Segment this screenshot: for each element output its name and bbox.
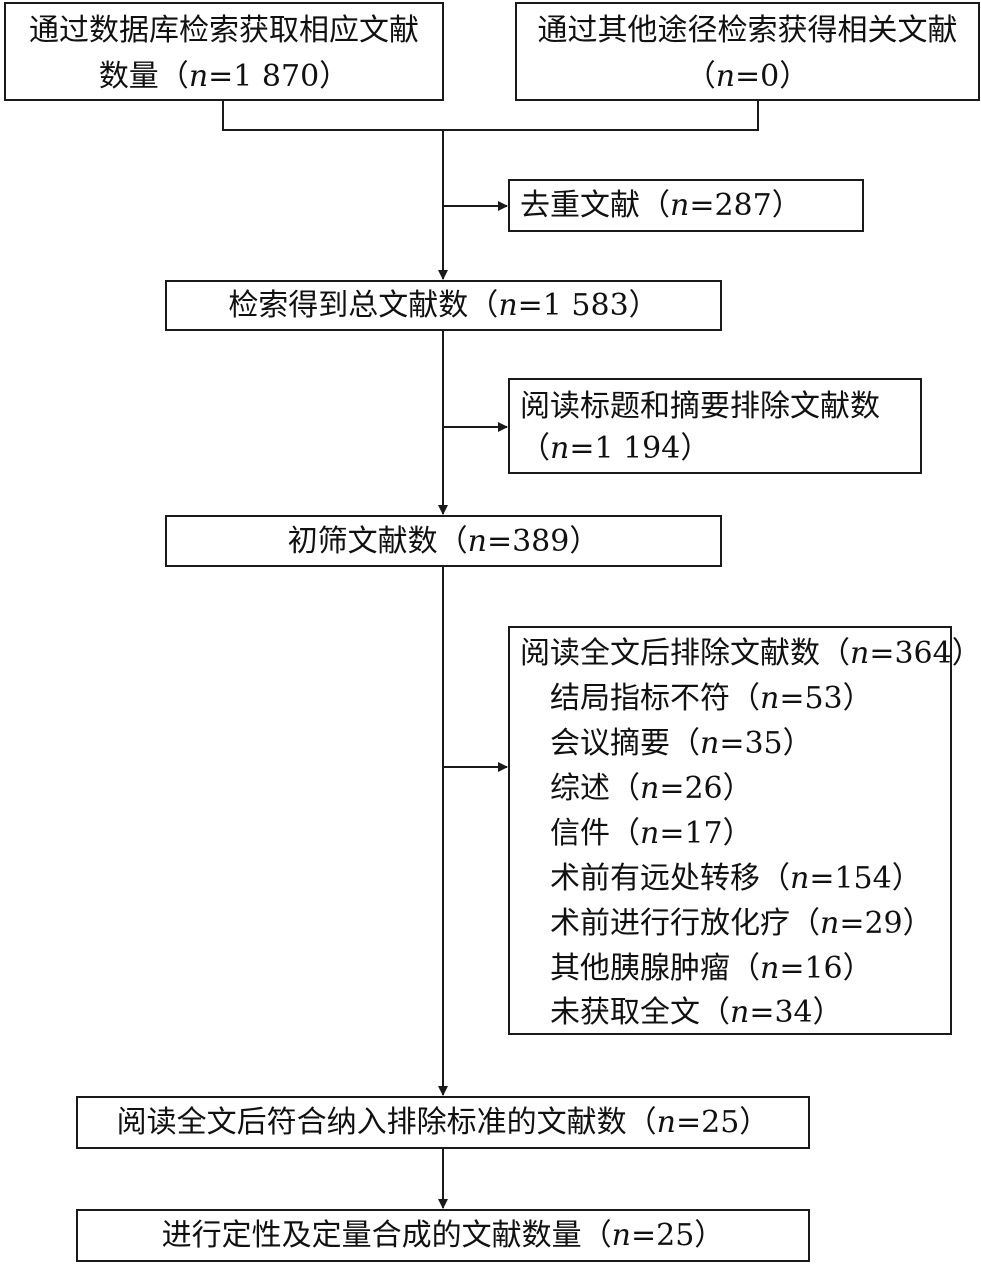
box-total-records: 检索得到总文献数（n=1 583） [165,280,722,331]
box-included-studies: 阅读全文后符合纳入排除标准的文献数（n=25） [76,1096,810,1149]
exclusion-reason: 综述（n=26） [550,771,753,806]
initial-screening-text: 初筛文献数（n=389） [287,524,600,559]
exclusion-reason: 会议摘要（n=35） [550,726,813,761]
box-initial-screening: 初筛文献数（n=389） [165,515,722,567]
exclusion-reason: 信件（n=17） [550,816,753,851]
total-records-text: 检索得到总文献数（n=1 583） [228,288,659,323]
synthesis-text: 进行定性及定量合成的文献数量（n=25） [161,1218,725,1253]
other-sources-line1: 通过其他途径检索获得相关文献 [537,13,958,48]
box-fulltext-excluded: 阅读全文后排除文献数（n=364） 结局指标不符（n=53） 会议摘要（n=35… [508,626,981,1035]
fulltext-excluded-header: 阅读全文后排除文献数（n=364） [520,636,981,671]
exclusion-reason: 术前有远处转移（n=154） [550,861,922,896]
other-sources-line2: （n=0） [685,59,810,94]
title-abstract-excluded-line1: 阅读标题和摘要排除文献数 [520,389,880,424]
box-other-sources: 通过其他途径检索获得相关文献 （n=0） [515,2,980,101]
exclusion-reason: 其他胰腺肿瘤（n=16） [550,951,873,986]
exclusion-reason: 术前进行行放化疗（n=29） [550,906,933,941]
box-duplicates-removed: 去重文献（n=287） [508,179,864,232]
database-search-line1: 通过数据库检索获取相应文献 [29,13,419,48]
box-title-abstract-excluded: 阅读标题和摘要排除文献数 （n=1 194） [508,378,922,474]
title-abstract-excluded-line2: （n=1 194） [520,431,711,466]
included-studies-text: 阅读全文后符合纳入排除标准的文献数（n=25） [116,1105,770,1140]
box-database-search: 通过数据库检索获取相应文献 数量（n=1 870） [4,2,444,101]
database-search-line2: 数量（n=1 870） [98,59,350,94]
box-synthesis: 进行定性及定量合成的文献数量（n=25） [76,1209,810,1262]
exclusion-reason: 未获取全文（n=34） [550,995,843,1030]
exclusion-reason: 结局指标不符（n=53） [550,681,873,716]
duplicates-removed-text: 去重文献（n=287） [520,188,802,223]
